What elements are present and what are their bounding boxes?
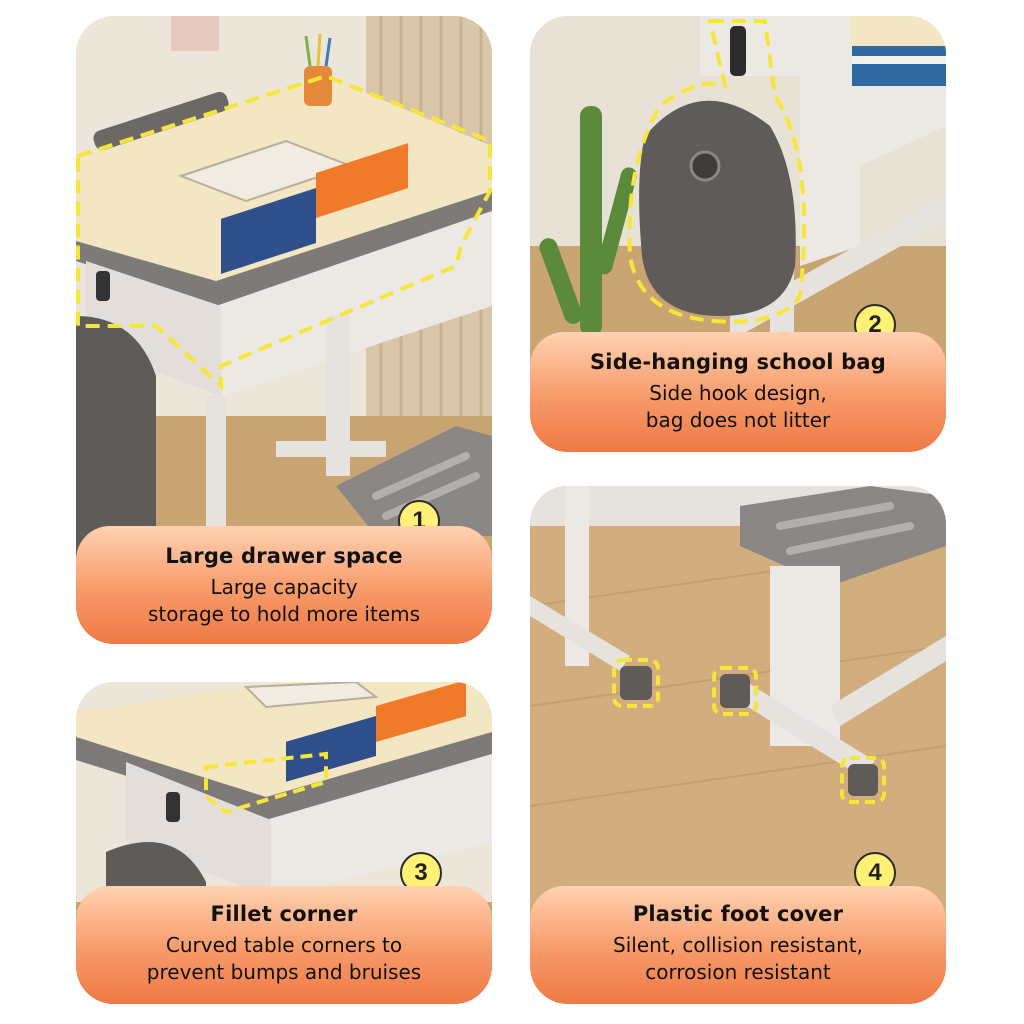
feature-title: Large drawer space (165, 544, 403, 568)
feature-caption: Plastic foot cover Silent, collision res… (530, 886, 946, 1004)
feature-title: Side-hanging school bag (589, 350, 886, 374)
feature-desc-line1: Silent, collision resistant, (613, 933, 863, 957)
feature-desc-line1: Side hook design, (649, 381, 827, 405)
feature-desc-line1: Curved table corners to (165, 933, 403, 957)
feature-caption: Side-hanging school bag Side hook design… (530, 332, 946, 452)
feature-title: Fillet corner (210, 902, 358, 926)
feature-panel-drawer: 1 Large drawer space Large capacity stor… (76, 16, 492, 644)
feature-caption: Large drawer space Large capacity storag… (76, 526, 492, 644)
feature-caption: Fillet corner Curved table corners to pr… (76, 886, 492, 1004)
feature-desc-line1: Large capacity (210, 575, 358, 599)
feature-panel-foot-cover: 4 Plastic foot cover Silent, collision r… (530, 486, 946, 1004)
feature-title: Plastic foot cover (632, 902, 844, 926)
feature-desc-line2: bag does not litter (645, 408, 831, 432)
feature-desc-line2: storage to hold more items (147, 602, 421, 626)
feature-desc-line2: prevent bumps and bruises (146, 960, 422, 984)
feature-desc-line2: corrosion resistant (645, 960, 831, 984)
feature-panel-fillet-corner: 3 Fillet corner Curved table corners to … (76, 682, 492, 1004)
feature-number-badge: 2 (854, 304, 896, 346)
feature-panel-bag-hook: 2 Side-hanging school bag Side hook desi… (530, 16, 946, 452)
